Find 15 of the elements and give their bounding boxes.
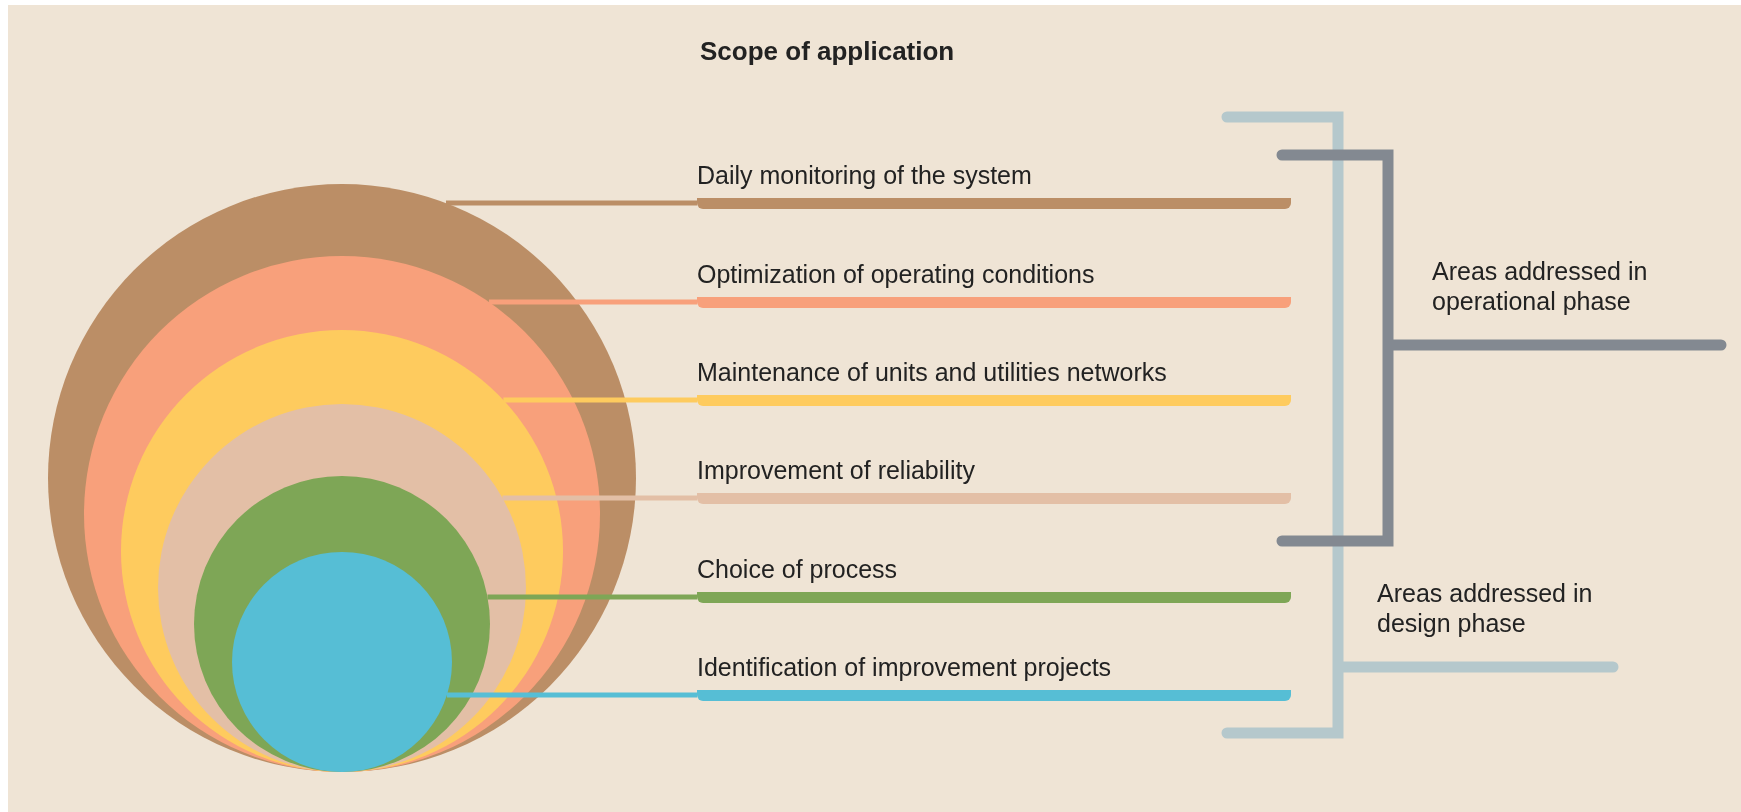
leader-line [487,594,697,600]
bar-label: Optimization of operating conditions [697,259,1291,308]
leader-line [489,299,697,305]
leader-line [446,692,697,698]
bar-label: Choice of process [697,554,1291,603]
bracket-label: Areas addressed in design phase [1377,578,1594,638]
bracket-label: Areas addressed in operational phase [1432,256,1649,316]
bar-label: Daily monitoring of the system [697,160,1291,209]
leader-line [446,200,697,206]
bar-label: Maintenance of units and utilities networks [697,357,1291,406]
diagram-title: Scope of application [700,36,955,67]
leader-line [503,397,697,403]
bar-label: Improvement of reliability [697,455,1291,504]
bar-label: Identification of improvement projects [697,652,1291,701]
leader-line [502,495,697,501]
